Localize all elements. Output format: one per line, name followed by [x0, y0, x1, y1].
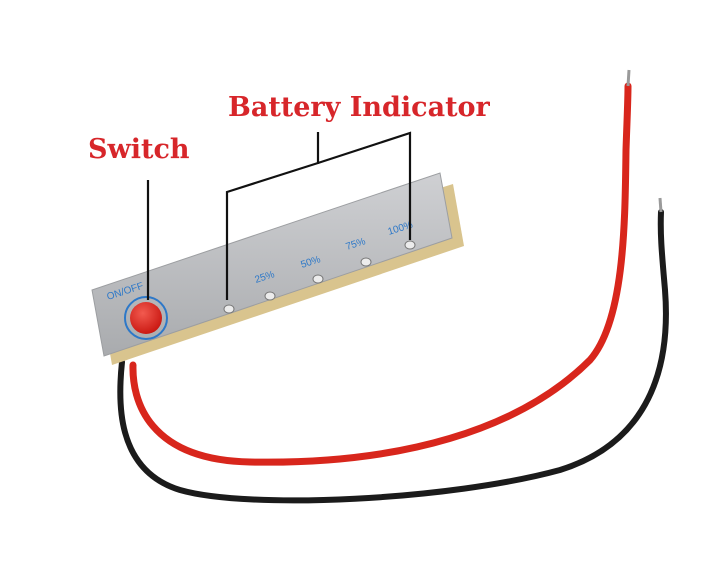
indicator-board: ON/OFF 25% 50% 75% 100%	[91, 172, 464, 365]
black-wire-tip	[658, 197, 663, 213]
battery-pointer-right	[317, 131, 412, 240]
led-hole-0	[223, 304, 235, 314]
red-wire	[129, 69, 632, 466]
led-hole-100	[404, 240, 416, 250]
led-hole-75	[360, 257, 372, 267]
led-hole-50	[312, 274, 324, 284]
callout-lines	[146, 131, 412, 300]
battery-pointer-left	[225, 132, 320, 300]
red-wire-tip	[626, 69, 631, 87]
battery-indicator-callout-label: Battery Indicator	[228, 92, 490, 123]
switch-ring	[124, 296, 168, 340]
black-wire	[117, 197, 669, 504]
switch-callout-label: Switch	[88, 134, 190, 165]
board-face	[91, 172, 453, 357]
switch-button[interactable]	[130, 302, 162, 334]
led-holes	[223, 240, 416, 314]
led-hole-25	[264, 291, 276, 301]
